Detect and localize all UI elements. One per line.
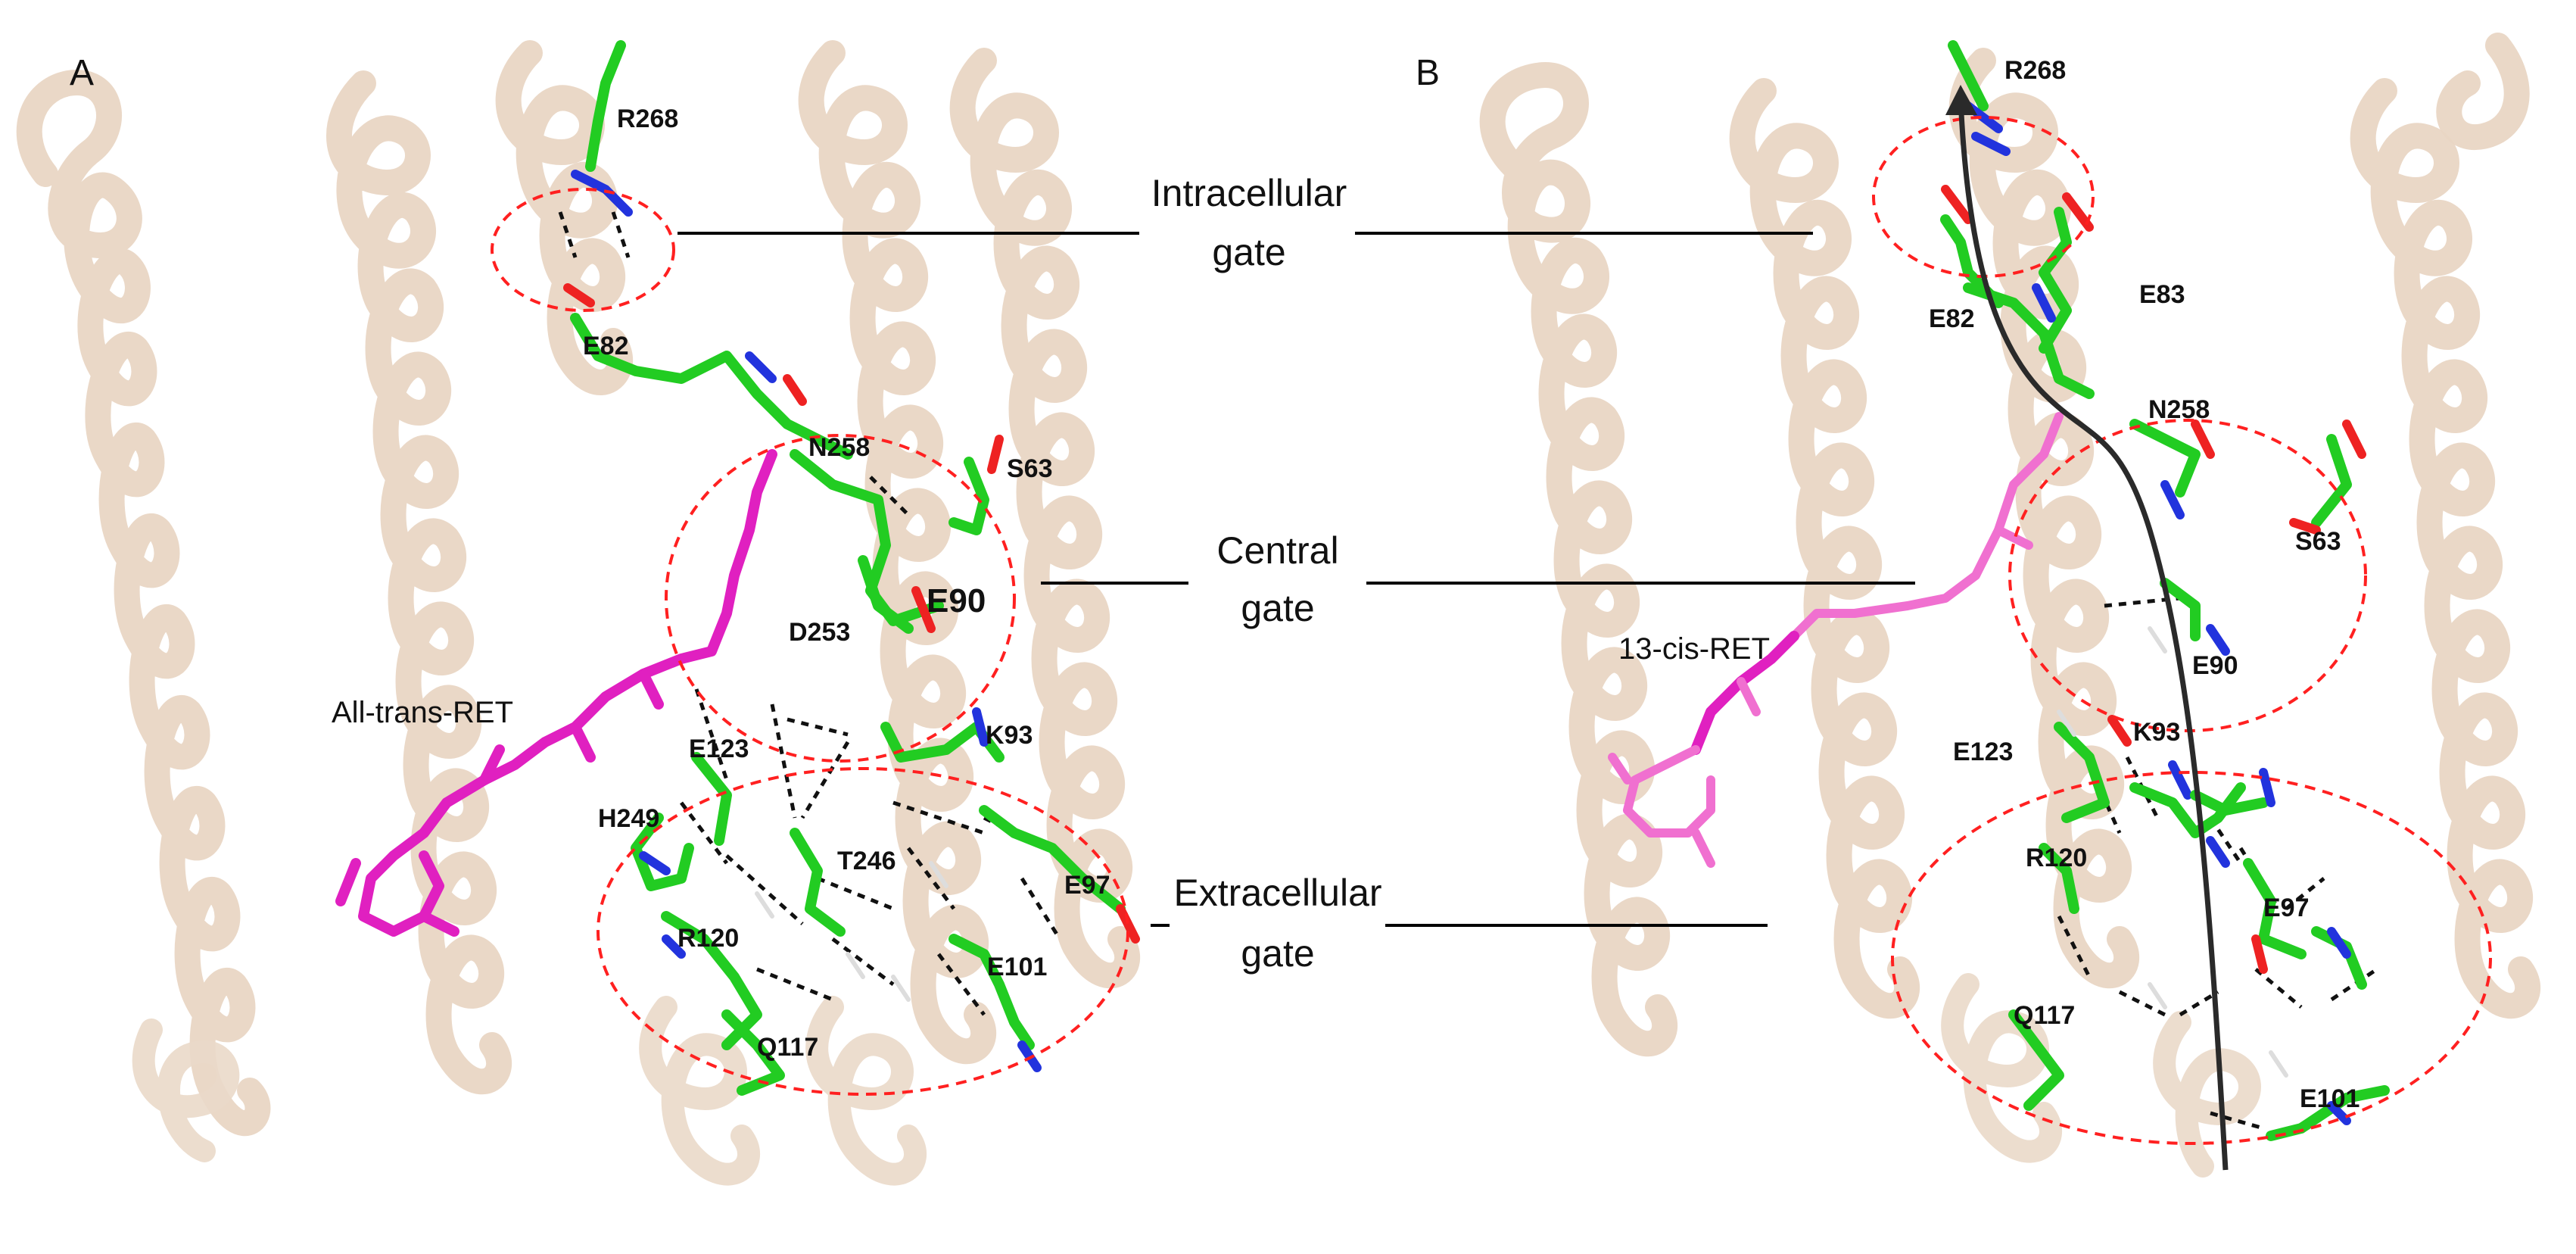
panel-b-residue-sticks — [1940, 40, 2390, 1141]
panel-a-label-R268: R268 — [617, 104, 678, 133]
panel-b-label-E123: E123 — [1953, 738, 2013, 766]
panel-b-label-E90: E90 — [2192, 651, 2238, 680]
panel-a-central-gate-ellipse — [665, 434, 1016, 763]
panel-b-label-K93: K93 — [2133, 718, 2180, 747]
central-gate-label-line1: Central — [1216, 529, 1338, 572]
panel-b-extracellular-gate-ellipse — [1891, 771, 2492, 1145]
panel-b-helices — [1479, 33, 2541, 1178]
panel-b: R268 E83 E82 N258 S63 E90 K93 E123 R120 … — [1416, 33, 2541, 1178]
panel-a-label-E82: E82 — [583, 332, 629, 360]
intracellular-gate-label-line1: Intracellular — [1151, 172, 1347, 214]
panel-a-label-T246: T246 — [837, 847, 896, 875]
panel-b-label-E82: E82 — [1929, 304, 1975, 333]
panel-a-label-H249: H249 — [598, 804, 659, 833]
panel-b-label-S63: S63 — [2295, 527, 2341, 556]
panel-b-label-E97: E97 — [2263, 894, 2310, 922]
panel-a-label-R120: R120 — [677, 924, 739, 953]
extracellular-gate-label-line2: gate — [1241, 932, 1314, 975]
panel-a-label-E97: E97 — [1064, 871, 1110, 900]
panel-a-extracellular-gate-ellipse — [596, 767, 1129, 1096]
panel-a-label-E101: E101 — [987, 953, 1047, 981]
panel-b-label-E101: E101 — [2300, 1084, 2360, 1113]
intracellular-gate-label-line2: gate — [1212, 231, 1285, 273]
panel-a-label-N258: N258 — [808, 433, 870, 462]
panel-b-label-R120: R120 — [2026, 844, 2087, 872]
panel-a-label-E90: E90 — [927, 582, 986, 619]
panel-b-letter: B — [1416, 53, 1440, 93]
panel-b-retinal — [1608, 412, 2064, 868]
panel-a-intracellular-gate-ellipse — [491, 188, 675, 312]
central-gate-label-line2: gate — [1241, 587, 1314, 629]
panel-a-label-D253: D253 — [789, 618, 850, 647]
panel-a-residue-labels: R268 E82 N258 S63 E90 D253 K93 E123 H249… — [583, 104, 1110, 1062]
panel-b-residue-labels: R268 E83 E82 N258 S63 E90 K93 E123 R120 … — [1929, 56, 2360, 1113]
panel-a-ligand-label: All-trans-RET — [332, 696, 513, 729]
panel-a-label-E123: E123 — [689, 735, 749, 763]
panel-a: R268 E82 N258 S63 E90 D253 K93 E123 H249… — [16, 40, 1141, 1186]
panel-b-label-N258: N258 — [2148, 395, 2210, 424]
panel-a-label-K93: K93 — [986, 721, 1033, 750]
panel-b-label-E83: E83 — [2139, 280, 2185, 309]
gate-annotations: Intracellular gate Central gate Extracel… — [677, 172, 1915, 975]
panel-a-label-Q117: Q117 — [757, 1033, 818, 1062]
panel-a-letter: A — [70, 53, 94, 93]
panel-b-pathway-arrowhead — [1945, 85, 1977, 115]
panel-b-label-R268: R268 — [2004, 56, 2066, 85]
extracellular-gate-label-line1: Extracellular — [1173, 872, 1381, 914]
panel-b-ligand-label: 13-cis-RET — [1618, 632, 1770, 666]
panel-a-retinal — [335, 449, 777, 937]
panel-b-pathway-arrow — [1958, 98, 2229, 1171]
panel-b-label-Q117: Q117 — [2014, 1001, 2075, 1030]
panel-a-label-S63: S63 — [1007, 454, 1053, 483]
